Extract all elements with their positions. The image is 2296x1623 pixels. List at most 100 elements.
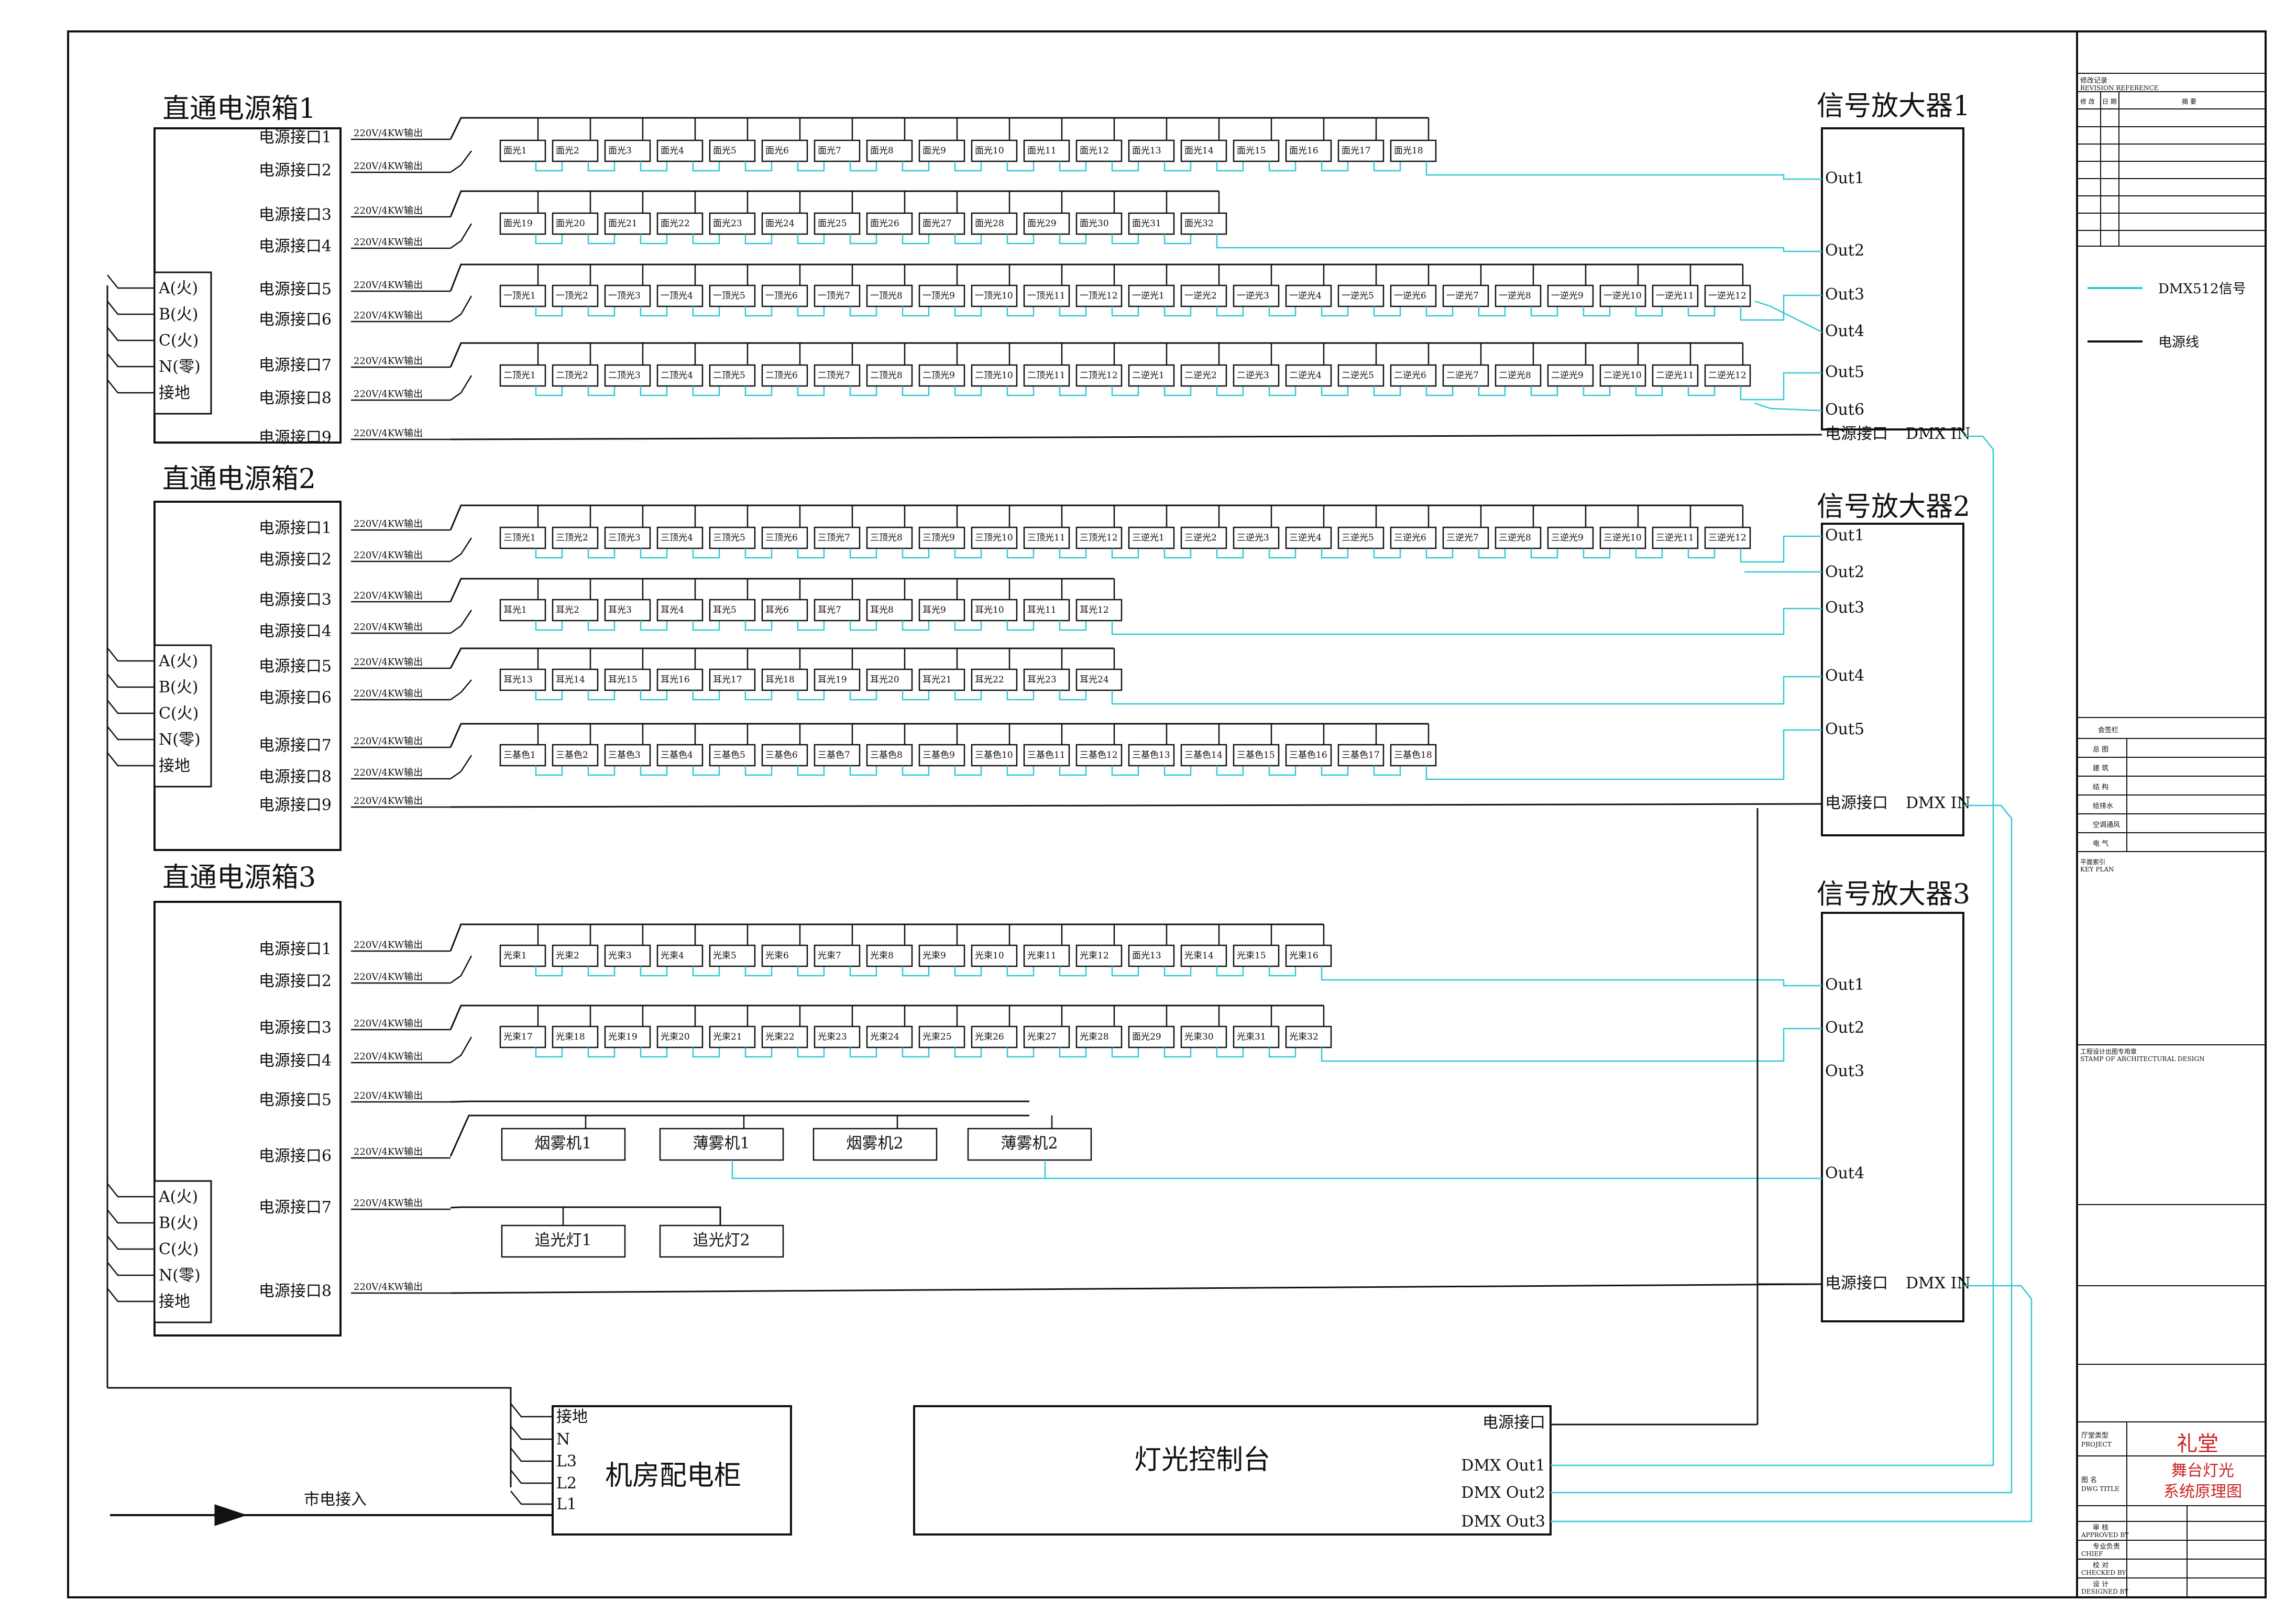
fixture-label: 二顶光11 — [1027, 370, 1065, 381]
fixture-box — [1652, 284, 1699, 307]
phase-branch — [107, 1262, 155, 1276]
dmx-hop — [1163, 234, 1192, 245]
fixture-label: 一逆光5 — [1342, 291, 1374, 301]
phase-terminal-box — [153, 1180, 212, 1323]
fixture-label: 面光24 — [765, 218, 795, 229]
dmx-hop — [587, 161, 616, 172]
power-port-label: 电源接口4 — [259, 622, 332, 641]
power-feed-2 — [450, 223, 473, 249]
dmx-hop — [1111, 161, 1139, 172]
fixture-label: 面光14 — [1184, 146, 1214, 156]
power-port-label: 电源接口3 — [259, 206, 332, 224]
dmx-hop — [587, 234, 616, 245]
dmx-hop — [1268, 966, 1297, 977]
phase-branch — [107, 647, 155, 662]
dmx-hop — [849, 690, 877, 701]
power-feed — [449, 342, 508, 368]
tb-revision-head: 修改记录 — [2080, 77, 2107, 85]
fixture-box — [656, 668, 704, 691]
power-feed-2 — [450, 610, 473, 634]
tb-sign-row: 空调通风 — [2093, 821, 2120, 829]
fixture-box — [1233, 284, 1280, 307]
fixture-label: 三基色10 — [975, 750, 1013, 760]
fixture-box — [814, 284, 861, 307]
fixture-box — [499, 526, 546, 549]
fixture-label: 光束2 — [556, 951, 579, 961]
dmx-hop — [1163, 386, 1192, 396]
dmx-hop — [640, 690, 668, 701]
power-feed — [449, 1004, 508, 1030]
console-out-label: DMX Out1 — [1461, 1456, 1545, 1475]
dmx-hop — [744, 234, 773, 245]
dmx-hop — [1216, 966, 1244, 977]
dmx-return — [1425, 161, 1822, 180]
dmx-hop — [954, 966, 982, 977]
dmx-hop — [1163, 966, 1192, 977]
fixture-box — [761, 284, 808, 307]
amplifier-title: 信号放大器1 — [1817, 91, 1970, 122]
fixture-label: 一顶光2 — [556, 291, 588, 301]
fixture-label: 光束31 — [1237, 1032, 1266, 1042]
fixture-label: 光束15 — [1237, 951, 1266, 961]
cabinet-frame — [552, 1405, 792, 1536]
power-port-label: 电源接口8 — [259, 389, 332, 407]
fixture-label: 面光23 — [713, 218, 742, 229]
fixture-label: 面光13 — [1132, 951, 1161, 961]
power-feed — [449, 117, 508, 140]
fixture-box — [761, 1025, 808, 1048]
fixture-label: 光束22 — [765, 1032, 795, 1042]
dmx-hop — [1059, 966, 1087, 977]
dmx-hop — [535, 548, 563, 559]
title-block: 修改记录REVISION REFERENCE修 改日 期摘 要DMX512信号电… — [2077, 73, 2266, 1597]
fixture-label: 二逆光4 — [1289, 370, 1322, 381]
amplifier-out-label: Out4 — [1825, 1164, 1864, 1183]
fixture-label: 光束16 — [1289, 951, 1319, 961]
dmx-hop — [744, 386, 773, 396]
dmx-hop — [1163, 161, 1192, 172]
fixture-label: 耳光21 — [922, 675, 952, 685]
cabinet-terminal-label: 接地 — [556, 1408, 588, 1426]
fixture-box — [814, 668, 861, 691]
fixture-box — [866, 526, 913, 549]
dmx-hop — [640, 548, 668, 559]
dmx-hop — [535, 234, 563, 245]
fixture-box — [866, 1025, 913, 1048]
amplifier-out-label: Out4 — [1825, 667, 1864, 685]
fixture-box — [761, 212, 808, 235]
tb-sign-row: 总 图 — [2093, 746, 2108, 754]
dmx-return — [1111, 608, 1822, 635]
output-label: 220V/4KW输出 — [354, 1018, 423, 1029]
fixture-box — [1495, 526, 1542, 549]
fixture-box — [814, 212, 861, 235]
fixture-box — [814, 744, 861, 767]
legend-power-label: 电源线 — [2158, 335, 2199, 350]
dmx-hop — [849, 766, 877, 776]
dmx-hop — [1059, 766, 1087, 776]
follow-spot-box — [659, 1224, 784, 1258]
dmx-hop — [744, 1047, 773, 1058]
output-label: 220V/4KW输出 — [354, 657, 423, 668]
fixture-box — [761, 526, 808, 549]
phase-label: C(火) — [159, 1240, 199, 1258]
fixture-box — [1285, 139, 1332, 162]
cabinet-title: 机房配电柜 — [605, 1460, 741, 1492]
fixture-label: 二逆光11 — [1656, 370, 1694, 381]
cabinet-terminal-label: L2 — [556, 1474, 577, 1493]
dmx-hop — [1321, 306, 1349, 317]
amplifier-out-label: Out3 — [1825, 1062, 1864, 1080]
fixture-label: 二逆光6 — [1394, 370, 1426, 381]
fixture-label: 一顶光10 — [975, 291, 1013, 301]
fixture-label: 三基色14 — [1184, 750, 1223, 760]
fixture-label: 面光11 — [1027, 146, 1057, 156]
power-port-label: 电源接口3 — [259, 1019, 332, 1037]
fixture-box — [1180, 364, 1227, 387]
console-frame — [913, 1405, 1552, 1536]
fixture-label: 光束20 — [661, 1032, 690, 1042]
dmx-hop — [954, 766, 982, 776]
fixture-box — [866, 212, 913, 235]
